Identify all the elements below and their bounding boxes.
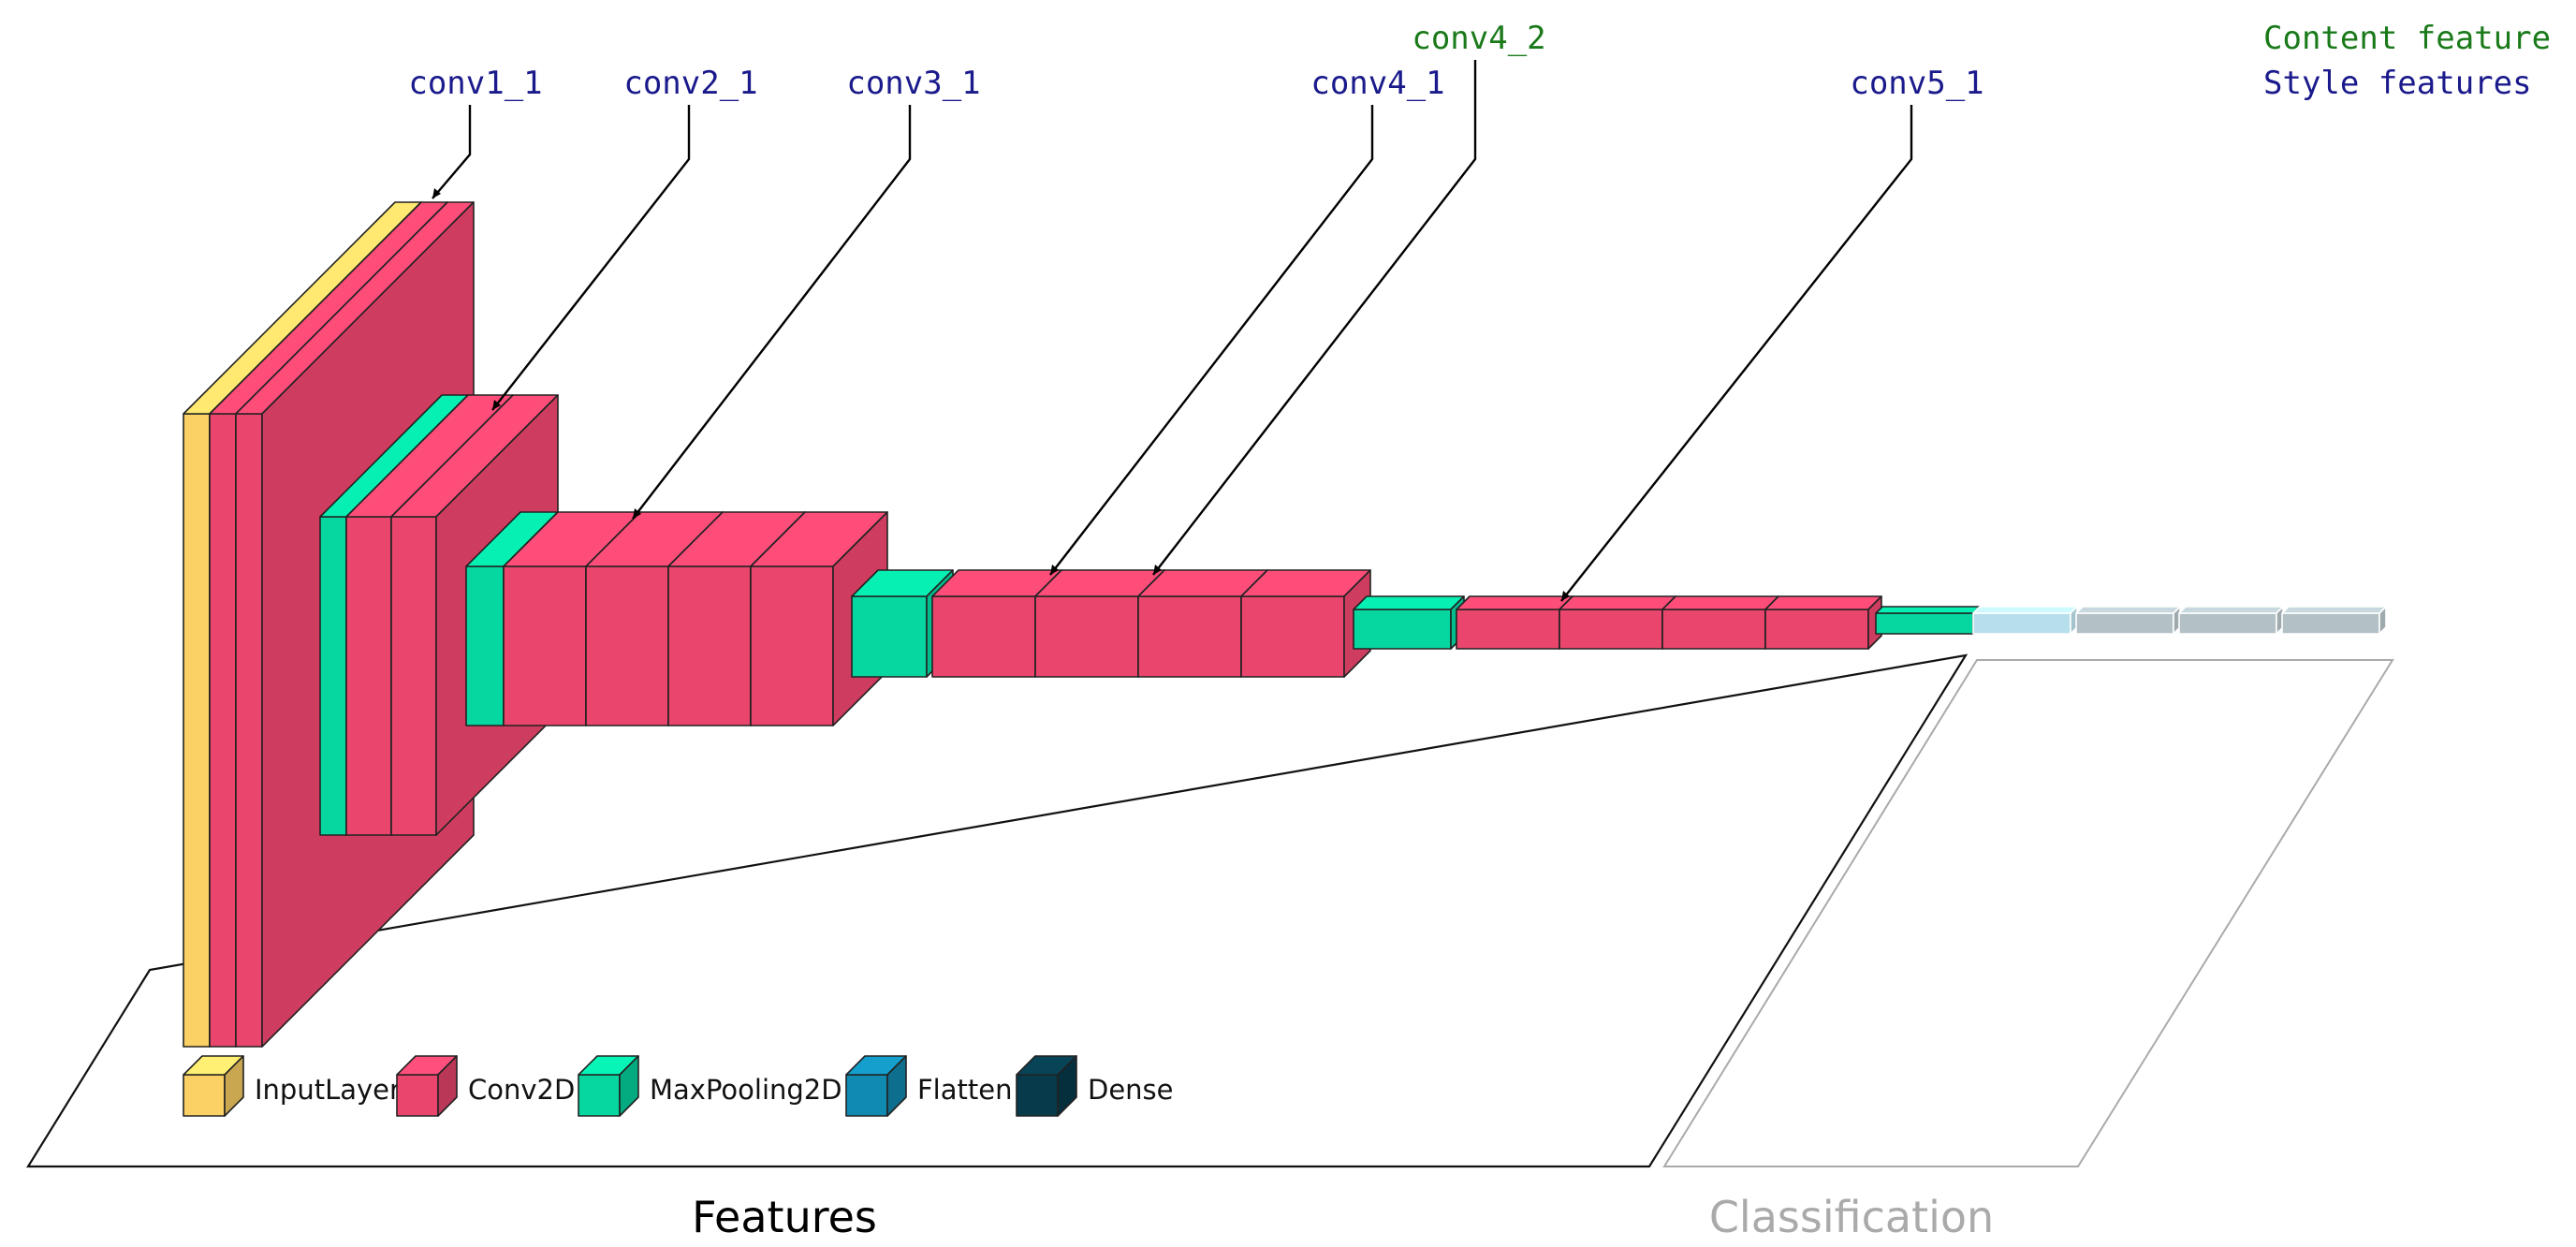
dense-cube-icon	[1016, 1055, 1077, 1117]
block-conv1-2-front	[235, 413, 263, 1048]
block-conv3-4-front	[750, 565, 834, 726]
block-pool4-front	[1353, 609, 1452, 650]
block-conv4-1-front	[931, 595, 1036, 678]
legend-item-maxpooling2d: MaxPooling2D	[578, 1055, 842, 1117]
cube-side	[1057, 1055, 1077, 1117]
cube-front	[578, 1074, 621, 1117]
cube-front	[845, 1074, 888, 1117]
legend-item-conv2d: Conv2D	[396, 1055, 575, 1117]
block-pool5-top	[1875, 606, 1981, 614]
block-pool5	[1875, 606, 1981, 635]
block-pool4-top	[1353, 595, 1465, 610]
arrow-heads	[432, 188, 1570, 601]
arrow-conv4-1	[1049, 105, 1374, 576]
block-conv5-3-front	[1661, 609, 1766, 650]
arrow-conv5-1	[1560, 105, 1913, 602]
block-conv5-2-top	[1559, 595, 1676, 610]
block-conv5-3	[1661, 595, 1779, 650]
callout-arrows	[432, 60, 1913, 602]
block-conv3-3-front	[667, 565, 752, 726]
block-conv4-2-front	[1034, 595, 1139, 678]
block-conv5-4-side	[1867, 595, 1882, 650]
label-conv3-1: conv3_1	[846, 65, 980, 102]
cube-side	[886, 1055, 907, 1117]
block-pool5-front	[1875, 612, 1974, 635]
legend: InputLayer Conv2D MaxPooling2D Flatten D…	[183, 1055, 1174, 1117]
block-conv2-2-front	[390, 516, 437, 836]
block-dense-2-top	[2178, 606, 2284, 614]
arrow-conv3-1	[632, 105, 912, 520]
legend-label: Flatten	[917, 1074, 1012, 1106]
legend-label: MaxPooling2D	[650, 1074, 842, 1106]
maxpooling2d-cube-icon	[578, 1055, 639, 1117]
block-flatten-top	[1972, 606, 2078, 614]
label-conv2-1: conv2_1	[623, 65, 757, 102]
arrow-conv2-1	[491, 105, 691, 411]
section-title-classification: Classification	[1709, 1192, 1994, 1242]
label-conv5-1: conv5_1	[1850, 65, 1983, 102]
block-dense-3	[2281, 606, 2387, 635]
arrow-conv1-1	[432, 105, 472, 199]
block-conv4-4-front	[1240, 595, 1345, 678]
block-dense-3-top	[2281, 606, 2387, 614]
legend-label: InputLayer	[255, 1074, 401, 1106]
block-conv5-3-top	[1661, 595, 1779, 610]
block-input-front	[183, 413, 211, 1048]
legend-item-inputlayer: InputLayer	[183, 1055, 401, 1117]
key-style-features: Style features	[2263, 65, 2532, 102]
block-conv5-2	[1559, 595, 1676, 650]
block-dense-1-front	[2075, 612, 2174, 635]
cube-side	[619, 1055, 639, 1117]
legend-item-flatten: Flatten	[845, 1055, 1012, 1117]
block-dense-2	[2178, 606, 2284, 635]
block-conv5-1	[1456, 595, 1573, 650]
classification-ground-plane	[1662, 659, 2394, 1167]
block-conv5-2-front	[1559, 609, 1663, 650]
legend-item-dense: Dense	[1016, 1055, 1174, 1117]
block-dense-1-top	[2075, 606, 2181, 614]
block-conv4-4	[1240, 569, 1371, 678]
block-flatten-front	[1972, 612, 2071, 635]
legend-label: Dense	[1088, 1074, 1174, 1106]
block-conv1-1-front	[209, 413, 237, 1048]
cube-side	[437, 1055, 458, 1117]
block-dense-3-side	[2378, 606, 2387, 635]
cube-front	[1016, 1074, 1059, 1117]
label-conv4-1: conv4_1	[1310, 65, 1444, 102]
cube-side	[224, 1055, 244, 1117]
label-conv4-2: conv4_2	[1412, 20, 1545, 57]
flatten-cube-icon	[845, 1055, 907, 1117]
inputlayer-cube-icon	[183, 1055, 244, 1117]
cube-front	[396, 1074, 439, 1117]
conv2d-cube-icon	[396, 1055, 458, 1117]
block-conv3-1-front	[503, 565, 587, 726]
block-dense-2-front	[2178, 612, 2277, 635]
block-conv5-1-front	[1456, 609, 1560, 650]
cube-front	[183, 1074, 226, 1117]
section-title-features: Features	[692, 1192, 877, 1242]
block-conv3-2-front	[585, 565, 669, 726]
block-conv2-1-front	[345, 516, 392, 836]
block-pool2-front	[465, 565, 505, 726]
block-dense-3-front	[2281, 612, 2380, 635]
block-pool3-front	[851, 595, 928, 678]
key-content-feature: Content feature	[2263, 20, 2551, 57]
block-dense-1	[2075, 606, 2181, 635]
features-ground-plane	[26, 653, 1969, 1168]
block-flatten	[1972, 606, 2078, 635]
layer-stack	[183, 201, 2387, 1048]
block-conv5-4-front	[1764, 609, 1869, 650]
block-pool1-front	[319, 516, 347, 836]
block-conv5-4	[1764, 595, 1882, 650]
block-conv5-1-top	[1456, 595, 1573, 610]
block-conv5-4-top	[1764, 595, 1882, 610]
block-conv4-3-front	[1137, 595, 1242, 678]
label-conv1-1: conv1_1	[408, 65, 542, 102]
arrow-conv4-2	[1152, 60, 1477, 576]
block-pool4	[1353, 595, 1465, 650]
legend-label: Conv2D	[468, 1074, 575, 1106]
